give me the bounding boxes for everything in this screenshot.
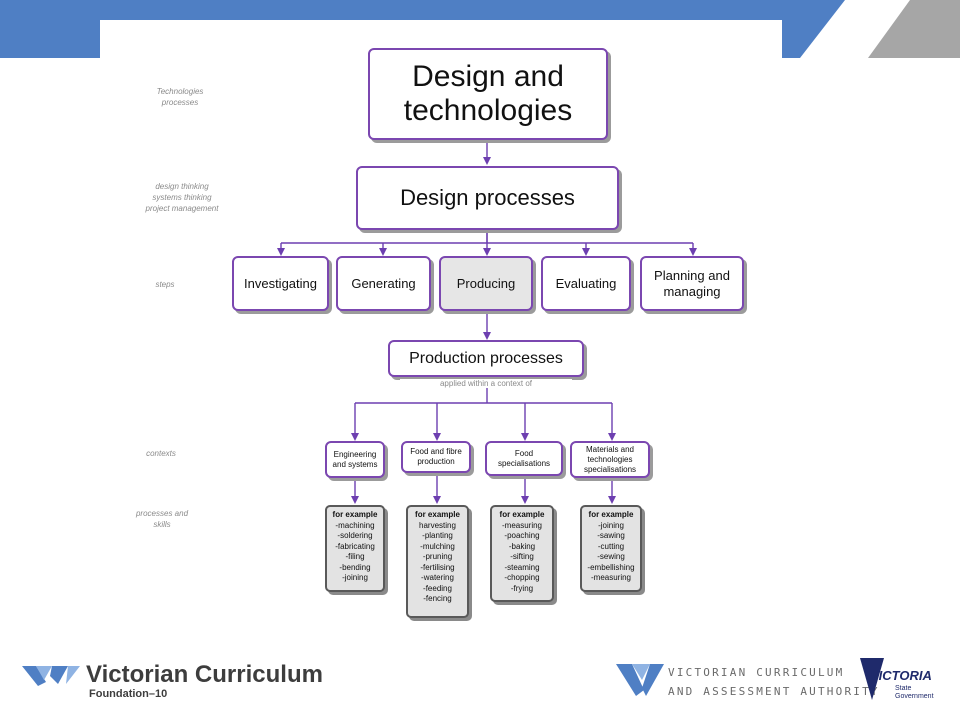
victorian-curriculum-logo-icon [22,666,80,686]
examples-heading: for example [588,510,634,519]
side-label-technologies-processes: Technologies processes [156,87,204,107]
examples-heading: for example [499,510,545,519]
examples-heading: for example [332,510,378,519]
context-food-specialisations-box: Food specialisations [485,441,563,476]
examples-engineering-box: for example -machining -soldering -fabri… [325,505,385,592]
example-item: -machining [335,520,375,530]
step-label: Producing [456,275,516,291]
side-label-design-thinking: design thinking [155,182,209,191]
example-item: -measuring [590,573,631,582]
examples-food-and-fibre-box: for example harvesting -planting -mulchi… [406,505,469,618]
example-item: -frying [510,583,534,593]
example-item: -baking [508,541,536,551]
step-label: Generating [351,275,416,291]
context-engineering-box: Engineering and systems [325,441,385,478]
example-item: -cutting [597,541,625,551]
side-label-processes-and-skills: processes and skills [135,509,189,529]
context-label: Food and fibre production [410,447,462,466]
example-item: -joining [342,573,368,582]
step-label: Planning and managing [654,267,730,299]
example-item: -watering [421,573,454,582]
victoria-state-government-logo-icon [860,658,884,700]
side-label-contexts: contexts [146,449,176,458]
example-item: -steaming [504,562,540,572]
example-item: -chopping [504,573,540,582]
step-planning-and-managing-box: Planning and managing [640,256,744,311]
example-item: -poaching [504,531,540,540]
examples-food-specialisations-box: for example -measuring -poaching -baking… [490,505,554,602]
example-item: -fencing [423,594,452,603]
context-materials-box: Materials and technologies specialisatio… [570,441,650,478]
victoria-subtext: State Government [895,685,934,701]
example-item: harvesting [419,520,456,530]
victoria-state-text: State [895,685,912,692]
vcaa-name-line1: VICTORIAN CURRICULUM [668,666,845,679]
example-item: -sifting [510,552,534,561]
side-label-project-management: project management [145,204,219,213]
context-food-and-fibre-box: Food and fibre production [401,441,471,473]
example-item: -feeding [423,583,452,593]
example-item: -joining [598,520,624,530]
vcaa-name-line2: AND ASSESSMENT AUTHORITY [668,685,880,698]
example-item: -pruning [422,552,453,561]
side-label-systems-thinking: systems thinking [152,193,212,202]
design-and-technologies-box: Design and technologies [368,48,608,140]
example-item: -fertilising [420,562,455,572]
step-producing-box: Producing [439,256,533,311]
side-label-steps: steps [155,280,175,289]
victorian-curriculum-title: Victorian Curriculum [86,661,323,688]
design-processes-box: Design processes [356,166,619,230]
example-item: -mulching [420,541,455,551]
victoria-government-text: Government [895,693,934,700]
example-item: -fabricating [335,541,375,551]
context-label: Food specialisations [497,448,551,468]
side-label-thinking: design thinking systems thinking project… [130,181,234,214]
examples-heading: for example [415,510,460,519]
example-item: -bending [339,562,371,572]
victorian-curriculum-subtitle: Foundation–10 [89,688,168,700]
design-processes-label: Design processes [400,185,575,210]
design-and-technologies-label: Design and technologies [403,60,573,127]
example-item: -soldering [337,531,373,540]
example-item: -sawing [597,531,625,540]
production-processes-label: Production processes [409,349,563,367]
context-label: Engineering and systems [332,449,378,469]
example-item: -sewing [597,552,625,561]
example-item: -filing [345,552,365,561]
applied-note: applied within a context of [400,379,572,388]
production-processes-box: Production processes [388,340,584,377]
step-generating-box: Generating [336,256,431,311]
examples-materials-box: for example -joining -sawing -cutting -s… [580,505,642,592]
example-item: -measuring [501,520,542,530]
step-label: Investigating [244,275,317,291]
example-item: -embellishing [587,562,635,572]
example-item: -planting [422,531,453,540]
step-label: Evaluating [555,275,617,291]
step-investigating-box: Investigating [232,256,329,311]
step-evaluating-box: Evaluating [541,256,631,311]
victoria-wordmark: VICTORIA [870,668,932,683]
vcaa-logo-icon [616,664,664,696]
context-label: Materials and technologies specialisatio… [583,444,637,474]
